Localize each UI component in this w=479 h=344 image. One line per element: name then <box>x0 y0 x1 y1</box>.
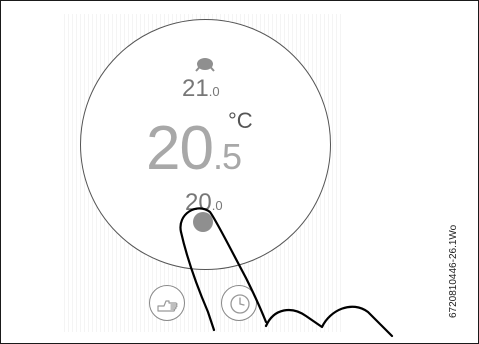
figure-code-label: 6720810446-26.1Wo <box>448 225 459 318</box>
